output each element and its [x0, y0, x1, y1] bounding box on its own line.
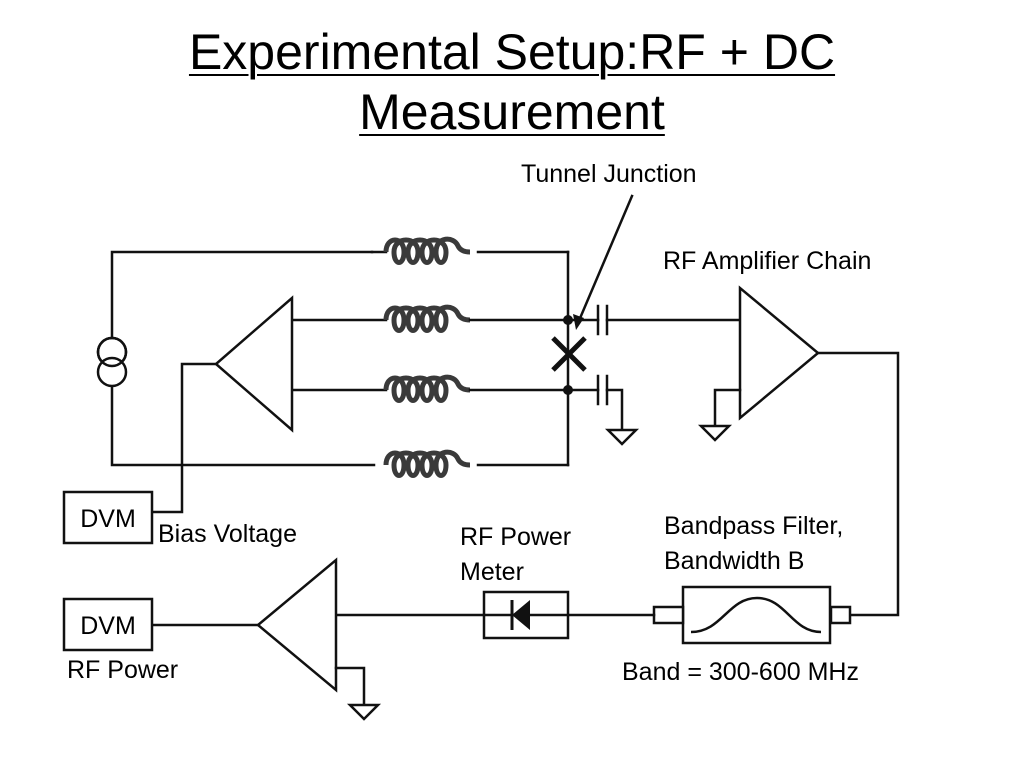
bias-voltage-label: Bias Voltage: [158, 520, 297, 548]
inductor-1: [370, 239, 470, 262]
band-label: Band = 300-600 MHz: [622, 658, 859, 686]
bandpass-filter: [652, 585, 852, 645]
rf-amplifier: [697, 285, 900, 617]
inductor-3: [290, 377, 570, 400]
bandpass-curve-icon: [690, 596, 822, 634]
diode-icon: [510, 600, 530, 630]
bandpass-label-1: Bandpass Filter,: [664, 512, 843, 540]
dvm-bottom: DVM: [62, 597, 154, 652]
rf-power-meter: [482, 590, 570, 640]
rf-power-meter-label-1: RF Power: [460, 523, 571, 551]
ground-icon: [697, 424, 733, 442]
capacitor-to-ground: [566, 374, 640, 446]
dvm-top: DVM: [62, 490, 154, 545]
tunnel-junction-label: Tunnel Junction: [521, 160, 697, 188]
tunnel-junction-pointer: [573, 194, 634, 330]
dvm-bottom-label: DVM: [80, 612, 136, 640]
ground-icon: [346, 703, 382, 721]
title-line-2: Measurement: [359, 84, 665, 140]
rf-power-label: RF Power: [67, 656, 178, 684]
title-line-1: Experimental Setup:RF + DC: [188, 24, 836, 80]
rf-power-meter-label-2: Meter: [460, 558, 524, 586]
ground-icon: [604, 428, 640, 446]
rf-amplifier-chain-label: RF Amplifier Chain: [663, 247, 871, 275]
inductor-2: [290, 307, 570, 330]
bias-amplifier: [150, 295, 294, 514]
bandpass-label-2: Bandwidth B: [664, 547, 804, 575]
inductor-4: [386, 452, 470, 475]
current-source-icon: [96, 336, 128, 388]
outer-loop-wires: [110, 250, 570, 467]
slide-title: Experimental Setup:RF + DC Measurement: [0, 22, 1024, 142]
coupling-capacitor-top: [566, 304, 742, 336]
output-amplifier: [150, 557, 382, 721]
dvm-top-label: DVM: [80, 505, 136, 533]
